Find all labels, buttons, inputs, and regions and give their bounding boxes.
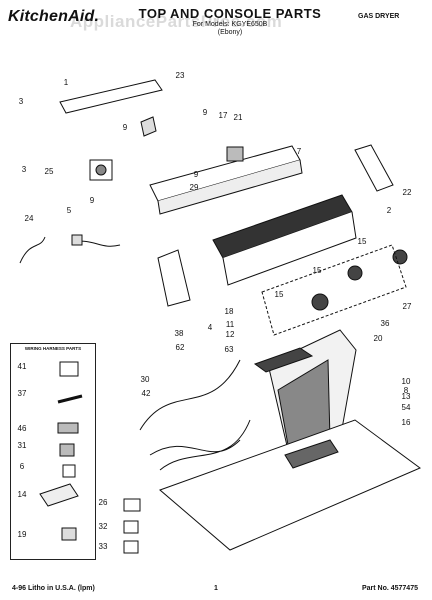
dryer-type-label: GAS DRYER	[358, 13, 400, 20]
watermark: AppliancePartsPros.com	[70, 12, 283, 31]
callout-46: 46	[18, 424, 27, 433]
wiring-harness-box: WIRING HARNESS PARTS	[10, 343, 96, 560]
callout-9a: 9	[123, 123, 128, 132]
callout-6: 6	[20, 462, 25, 471]
part-rear-strip	[59, 79, 163, 114]
part-top-panel	[159, 419, 421, 551]
callout-33: 33	[99, 542, 108, 551]
callout-25: 25	[45, 167, 54, 176]
knob-15c	[311, 293, 329, 311]
knob-15b	[347, 265, 363, 281]
callout-12: 12	[226, 330, 235, 339]
callout-19: 19	[18, 530, 27, 539]
callout-1: 1	[64, 78, 69, 87]
part-bracket-23	[140, 116, 157, 137]
callout-17: 17	[219, 111, 228, 120]
footer-part-number: Part No. 4577475	[361, 585, 418, 592]
callout-41: 41	[18, 362, 27, 371]
callout-36: 36	[381, 319, 390, 328]
callout-9c: 9	[194, 170, 199, 179]
callout-4: 4	[208, 323, 213, 332]
color-line: (Ebony)	[217, 29, 243, 36]
callout-21: 21	[234, 113, 243, 122]
callout-20: 20	[374, 334, 383, 343]
callout-30: 30	[141, 375, 150, 384]
part-harness	[139, 359, 251, 471]
callout-54: 54	[402, 403, 411, 412]
callout-3b: 3	[22, 165, 27, 174]
callout-24: 24	[25, 214, 34, 223]
part-endcap	[354, 144, 394, 192]
callout-11: 11	[226, 320, 235, 329]
callout-32: 32	[99, 522, 108, 531]
callout-9d: 9	[90, 196, 95, 205]
callout-14: 14	[18, 490, 27, 499]
callout-38: 38	[175, 329, 184, 338]
part-door	[253, 347, 314, 373]
callout-27: 27	[403, 302, 412, 311]
wiring-box-title: WIRING HARNESS PARTS	[24, 346, 82, 351]
callout-15b: 15	[313, 266, 322, 275]
callout-3a: 3	[19, 97, 24, 106]
callout-15a: 15	[358, 237, 367, 246]
callout-7: 7	[297, 147, 302, 156]
callout-23: 23	[176, 71, 185, 80]
knob-15a	[392, 249, 408, 265]
callout-5: 5	[67, 206, 72, 215]
callout-18: 18	[225, 307, 234, 316]
callout-42: 42	[142, 389, 151, 398]
part-switch	[226, 146, 244, 162]
footer-litho: 4-96 Litho in U.S.A. (lpm)	[12, 585, 95, 592]
callout-63: 63	[225, 345, 234, 354]
callout-10: 10	[402, 377, 411, 386]
callout-16: 16	[402, 418, 411, 427]
brand-logo: KitchenAid.	[8, 8, 100, 25]
callout-26: 26	[99, 498, 108, 507]
callout-2: 2	[387, 206, 392, 215]
callout-8: 8	[404, 386, 409, 395]
part-console-side	[157, 249, 191, 307]
callout-37: 37	[18, 389, 27, 398]
footer-page-number: 1	[214, 585, 218, 592]
callout-29: 29	[190, 183, 199, 192]
callout-15c: 15	[275, 290, 284, 299]
callout-31: 31	[18, 441, 27, 450]
callout-22: 22	[403, 188, 412, 197]
callout-13: 13	[402, 392, 411, 401]
model-line: For Models: KGYE650B	[192, 21, 268, 28]
callout-9b: 9	[203, 108, 208, 117]
page-title: TOP AND CONSOLE PARTS	[138, 6, 322, 21]
callout-62: 62	[176, 343, 185, 352]
